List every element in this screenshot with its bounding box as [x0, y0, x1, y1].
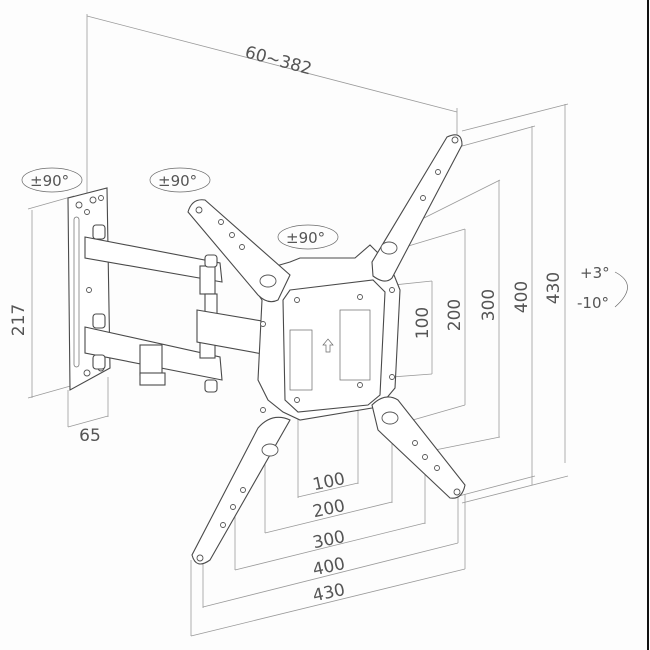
plate-rotation-label: ±90° [286, 229, 325, 247]
wall-rotation-label: ±90° [30, 172, 69, 190]
wall-height-label: 217 [9, 304, 29, 336]
wall-plate-dimensions [27, 195, 109, 428]
extension-dimension [86, 14, 458, 200]
swing-arms [84, 224, 269, 393]
vesa-h-200-label: 200 [311, 496, 347, 522]
right-border [647, 0, 649, 650]
rotation-markers [21, 167, 339, 250]
vesa-arms [187, 134, 466, 565]
vesa-v-400-label: 400 [512, 281, 532, 313]
vesa-v-200-label: 200 [445, 299, 465, 331]
vesa-h-430-label: 430 [311, 580, 347, 606]
wall-depth-label: 65 [79, 426, 101, 446]
arm-rotation-label: ±90° [158, 172, 197, 190]
tilt-down-label: -10° [577, 294, 609, 312]
vesa-h-100-label: 100 [311, 469, 347, 495]
extension-label: 60~382 [243, 43, 314, 80]
vesa-v-300-label: 300 [479, 289, 499, 321]
vesa-v-100-label: 100 [413, 307, 433, 339]
vesa-h-400-label: 400 [311, 554, 347, 580]
vesa-h-300-label: 300 [311, 527, 347, 553]
vesa-v-430-label: 430 [544, 272, 564, 304]
tilt-up-label: +3° [580, 264, 610, 282]
tilt-arc-icon [614, 271, 628, 308]
